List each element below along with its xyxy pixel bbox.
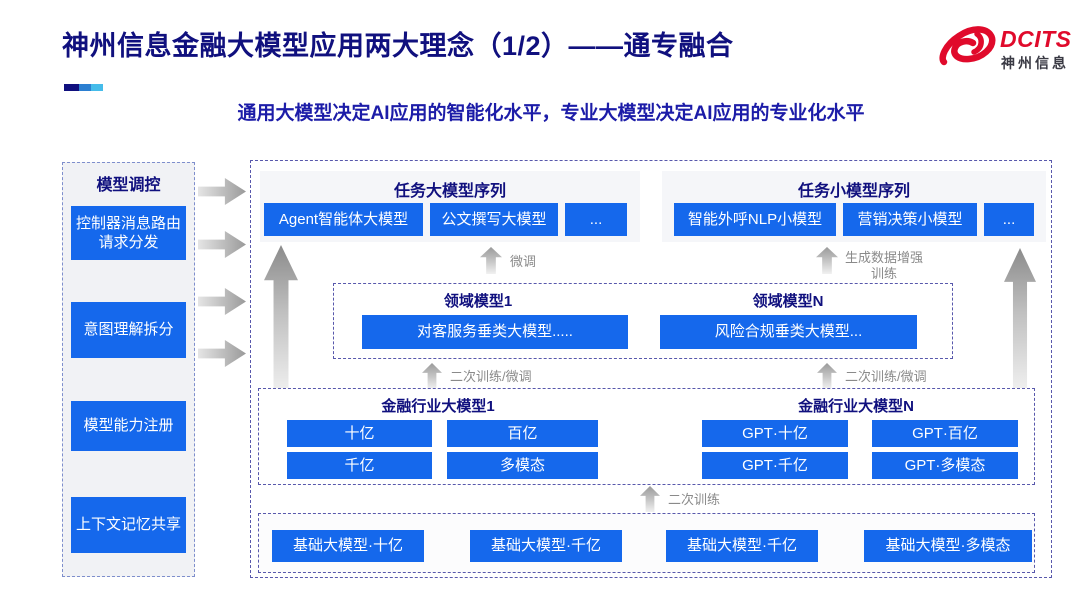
dcits-logo-icon [937,20,997,70]
box-marketing-small-model: 营销决策小模型 [843,203,977,236]
box-base-model-hundred-billion-2: 基础大模型·千亿 [666,530,818,562]
logo-company-text: 神州信息 [1001,55,1069,71]
box-base-model-billion: 基础大模型·十亿 [272,530,424,562]
secondary-training-finetune-right-label: 二次训练/微调 [845,369,927,384]
box-risk-compliance-model: 风险合规垂类大模型... [660,315,917,349]
sidebar-item-context: 上下文记忆共享 [71,497,186,553]
accent-segment-light [91,84,103,91]
box-ten-billion: 百亿 [447,420,598,447]
box-small-model-ellipsis: ... [984,203,1034,236]
arrow-right-icon [198,288,246,315]
box-document-writing-model: 公文撰写大模型 [430,203,558,236]
industry-model-1-title: 金融行业大模型1 [381,398,495,415]
domain-model-1-title: 领域模型1 [443,293,513,310]
subtitle: 通用大模型决定AI应用的智能化水平，专业大模型决定AI应用的专业化水平 [237,103,865,124]
box-base-model-hundred-billion-1: 基础大模型·千亿 [470,530,622,562]
box-customer-service-model: 对客服务垂类大模型..... [362,315,628,349]
task-large-model-title: 任务大模型序列 [393,183,506,200]
box-nlp-small-model: 智能外呼NLP小模型 [674,203,836,236]
title-accent-bar [64,84,103,91]
sidebar-item-router: 控制器消息路由请求分发 [71,206,186,260]
box-gpt-hundred-billion: GPT·千亿 [702,452,848,479]
box-base-model-multimodal: 基础大模型·多模态 [864,530,1032,562]
industry-model-n-title: 金融行业大模型N [798,398,914,415]
model-control-panel: 模型调控 控制器消息路由请求分发 意图理解拆分 模型能力注册 上下文记忆共享 [62,162,195,577]
arrow-right-icon [198,231,246,258]
logo-brand-text: DCITS [1000,26,1072,52]
box-gpt-ten-billion: GPT·百亿 [872,420,1018,447]
sidebar-item-intent: 意图理解拆分 [71,302,186,358]
arrow-right-icon [198,178,246,205]
box-gpt-multimodal: GPT·多模态 [872,452,1018,479]
sidebar-item-capability: 模型能力注册 [71,401,186,451]
box-gpt-billion: GPT·十亿 [702,420,848,447]
box-hundred-billion: 千亿 [287,452,432,479]
accent-segment-mid [79,84,91,91]
accent-segment-dark [64,84,79,91]
box-large-model-ellipsis: ... [565,203,627,236]
secondary-training-finetune-left-label: 二次训练/微调 [450,369,532,384]
domain-model-n-title: 领域模型N [752,293,824,310]
box-billion: 十亿 [287,420,432,447]
task-small-model-title: 任务小模型序列 [797,183,910,200]
box-multimodal: 多模态 [447,452,598,479]
arrow-right-icon [198,340,246,367]
page-title: 神州信息金融大模型应用两大理念（1/2）——通专融合 [62,31,734,61]
secondary-training-label: 二次训练 [668,492,721,507]
box-agent-large-model: Agent智能体大模型 [264,203,423,236]
gen-data-training-label: 生成数据增强训练 [844,250,923,281]
model-control-title: 模型调控 [96,177,161,194]
fine-tune-label: 微调 [510,254,537,269]
